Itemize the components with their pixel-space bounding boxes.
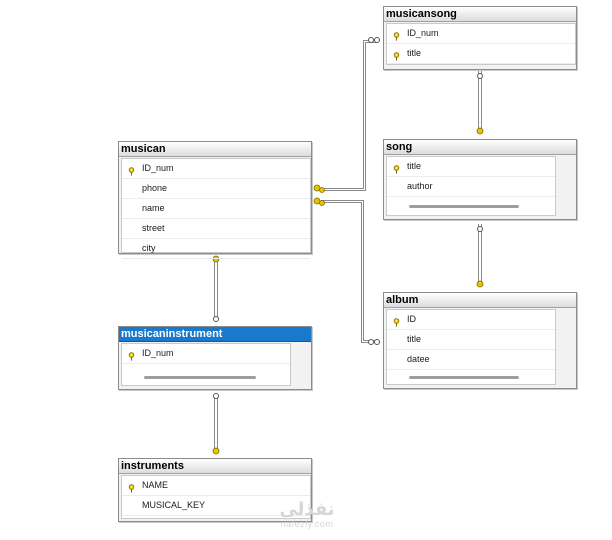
column-list: NAME MUSICAL_KEY: [121, 475, 311, 519]
key-icon: [127, 164, 136, 176]
column-row[interactable]: phone: [122, 179, 310, 199]
key-icon: [392, 49, 401, 61]
relationship-musican-musicaninstrument: [214, 260, 218, 318]
column-name: title: [407, 161, 422, 171]
column-row[interactable]: author: [387, 177, 555, 197]
key-end-marker: [476, 280, 484, 288]
column-row[interactable]: datee: [387, 350, 555, 370]
column-row[interactable]: ID_num: [122, 159, 310, 179]
watermark-url: nafezly.com: [280, 519, 334, 529]
horizontal-scrollbar[interactable]: [409, 376, 519, 379]
column-list: ID_num: [121, 343, 291, 386]
table-musican[interactable]: musican ID_num phone name street city: [118, 141, 312, 259]
relationship-musican-musicansong: [321, 40, 376, 191]
key-icon: [392, 355, 401, 364]
many-end-marker: [368, 339, 374, 345]
column-row[interactable]: title: [387, 157, 555, 177]
many-end-marker: [477, 226, 483, 232]
column-row[interactable]: name: [122, 199, 310, 219]
key-icon: [127, 184, 136, 193]
key-end-marker: [212, 447, 220, 455]
many-end-marker: [368, 37, 374, 43]
column-name: ID_num: [407, 28, 439, 38]
key-icon: [392, 162, 401, 174]
column-row[interactable]: ID: [387, 310, 555, 330]
column-name: city: [142, 243, 156, 253]
many-end-marker: [213, 316, 219, 322]
table-instruments[interactable]: instruments NAME MUSICAL_KEY: [118, 458, 312, 522]
column-row[interactable]: ID_num: [122, 344, 290, 364]
key-end-marker: [476, 127, 484, 135]
table-song[interactable]: song title author: [383, 139, 577, 220]
column-row[interactable]: NAME: [122, 476, 310, 496]
horizontal-scrollbar[interactable]: [144, 376, 256, 379]
relationship-musicaninstrument-instruments: [214, 395, 218, 450]
key-end-marker: [212, 255, 220, 263]
column-name: ID_num: [142, 163, 174, 173]
table-musicaninstrument[interactable]: musicaninstrument ID_num: [118, 326, 312, 390]
column-row[interactable]: street: [122, 219, 310, 239]
column-name: street: [142, 223, 165, 233]
relationship-musican-album: [321, 200, 376, 343]
column-list: ID title datee: [386, 309, 556, 385]
column-name: title: [407, 48, 422, 58]
key-end-marker: [313, 197, 321, 205]
table-title[interactable]: musicaninstrument: [119, 327, 311, 342]
table-album[interactable]: album ID title datee: [383, 292, 577, 389]
key-icon: [127, 224, 136, 233]
key-icon: [127, 501, 136, 510]
column-name: title: [407, 334, 422, 344]
column-list: ID_num phone name street city: [121, 158, 311, 259]
watermark-arabic: نفذلي: [279, 499, 335, 520]
horizontal-scrollbar[interactable]: [409, 205, 519, 208]
table-musicansong[interactable]: musicansong ID_num title: [383, 6, 577, 70]
relationship-song-album: [478, 224, 482, 284]
key-end-marker: [313, 184, 321, 192]
column-list: ID_num title: [386, 23, 576, 65]
column-name: ID: [407, 314, 416, 324]
column-list: title author: [386, 156, 556, 216]
column-name: phone: [142, 183, 168, 193]
column-row[interactable]: title: [387, 330, 555, 350]
column-row[interactable]: title: [387, 44, 575, 64]
column-name: author: [407, 181, 433, 191]
watermark: نفذلي nafezly.com: [270, 501, 344, 530]
many-end-marker: [477, 73, 483, 79]
table-title[interactable]: musican: [119, 142, 311, 157]
key-icon: [127, 481, 136, 493]
key-icon: [127, 349, 136, 361]
column-row[interactable]: city: [122, 239, 310, 259]
relationship-musicansong-song: [478, 70, 482, 130]
table-title[interactable]: song: [384, 140, 576, 155]
table-title[interactable]: musicansong: [384, 7, 576, 22]
column-row[interactable]: MUSICAL_KEY: [122, 496, 310, 516]
column-name: datee: [407, 354, 430, 364]
column-row[interactable]: ID_num: [387, 24, 575, 44]
table-title[interactable]: album: [384, 293, 576, 308]
key-icon: [127, 204, 136, 213]
column-name: NAME: [142, 480, 169, 490]
key-icon: [392, 335, 401, 344]
key-icon: [392, 29, 401, 41]
key-icon: [127, 244, 136, 253]
key-icon: [392, 182, 401, 191]
column-name: MUSICAL_KEY: [142, 500, 206, 510]
column-name: ID_num: [142, 348, 174, 358]
table-title[interactable]: instruments: [119, 459, 311, 474]
column-name: name: [142, 203, 165, 213]
key-icon: [392, 315, 401, 327]
many-end-marker: [213, 393, 219, 399]
